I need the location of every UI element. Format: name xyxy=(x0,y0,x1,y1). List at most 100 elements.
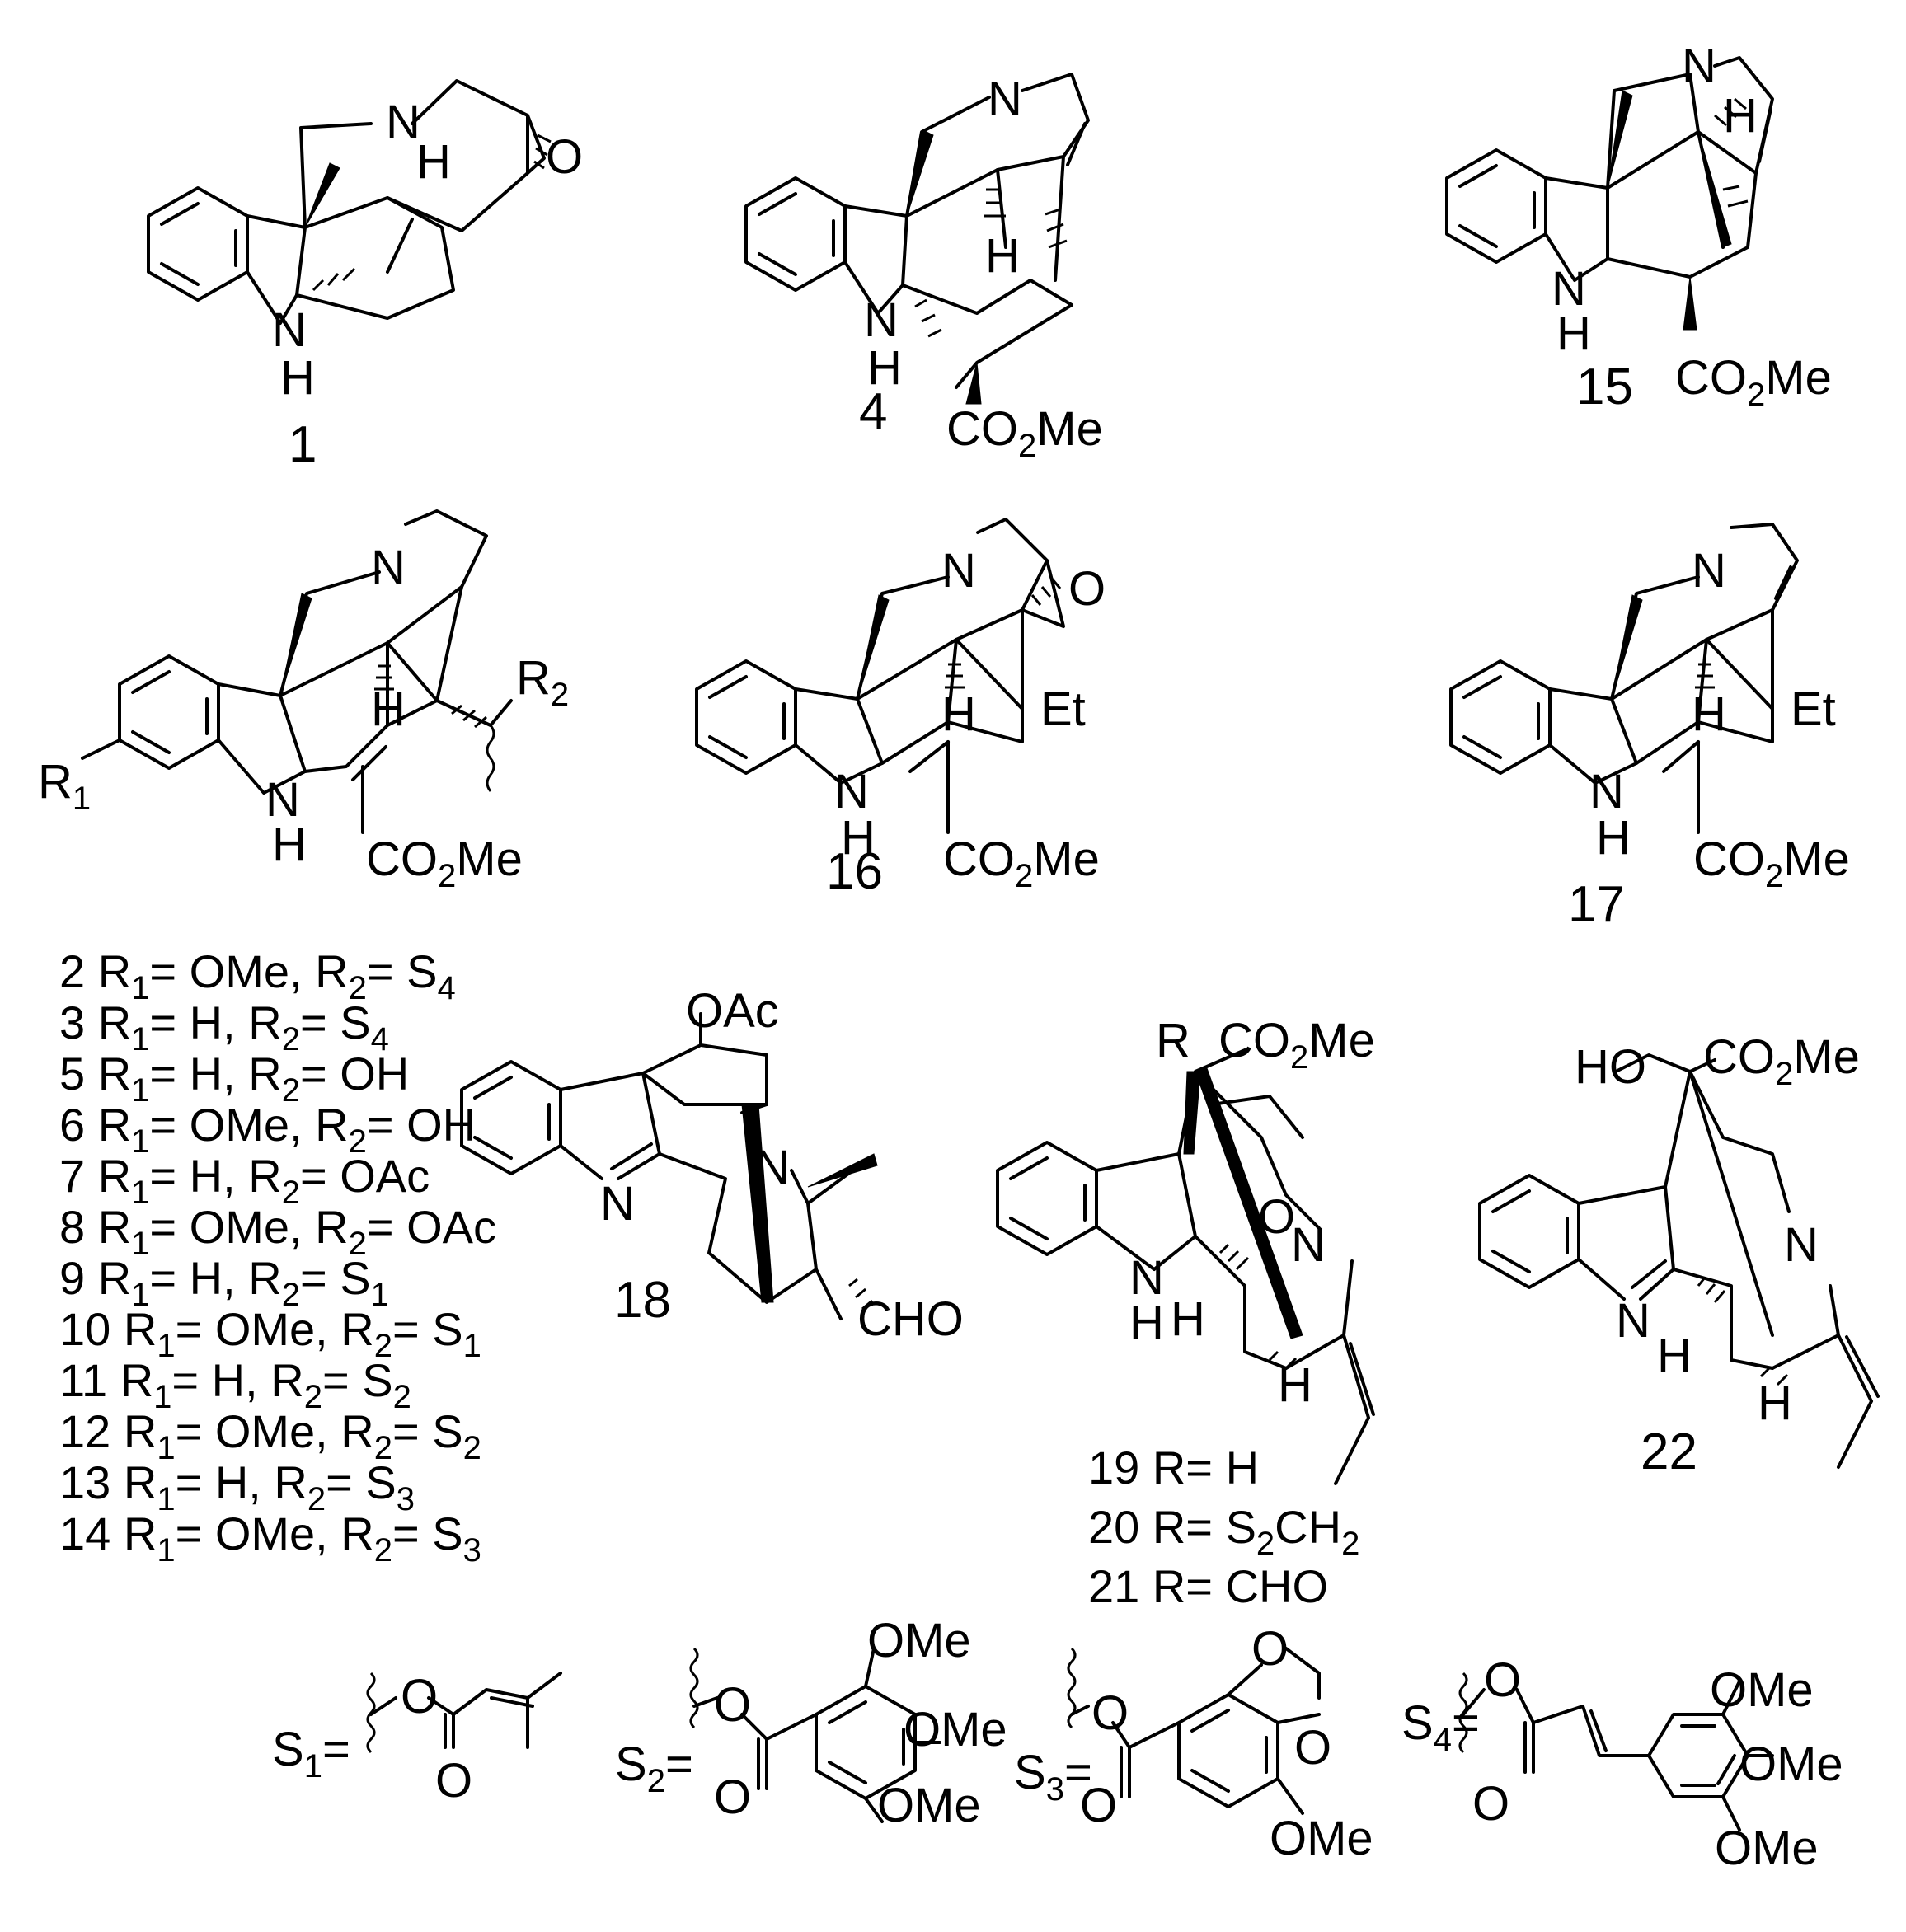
s2-ome1: OMe xyxy=(867,1614,971,1667)
s4-ome3: OMe xyxy=(1715,1822,1819,1875)
core-nh-n: N xyxy=(265,773,300,827)
compound-4-h: H xyxy=(985,229,1020,283)
compound-17-ester-sub: 2 xyxy=(1765,858,1783,894)
svg-text:CO2Me: CO2Me xyxy=(1703,1030,1860,1092)
compound-core-2-14: N H N H CO2Me R1 R2 xyxy=(38,509,569,894)
compound-1-nh-h: H xyxy=(280,351,315,405)
svg-text:19 R= H: 19 R= H xyxy=(1088,1442,1259,1494)
svg-text:S1=: S1= xyxy=(272,1723,350,1784)
s3-o3: O xyxy=(1251,1622,1289,1676)
s3-o4: O xyxy=(1294,1721,1331,1775)
svg-text:CO2Me: CO2Me xyxy=(946,402,1103,464)
compound-1-nh-n: N xyxy=(272,303,307,357)
s3-ome: OMe xyxy=(1270,1812,1373,1865)
r-row-20-after: CH xyxy=(1275,1501,1341,1553)
compound-18-cho: CHO xyxy=(857,1292,964,1346)
compound-15-ester-sub: 2 xyxy=(1747,377,1765,413)
side-chain-s1: O O S1= xyxy=(272,1670,562,1808)
compound-4-n: N xyxy=(988,73,1022,126)
core-ester-sub: 2 xyxy=(438,858,456,894)
compound-4-nh-n: N xyxy=(864,293,899,347)
compound-22-ho: HO xyxy=(1575,1040,1646,1094)
svg-text:CO2Me: CO2Me xyxy=(1693,832,1850,894)
compound-15-ester-me: Me xyxy=(1765,351,1832,405)
compound-4-nh-h: H xyxy=(867,341,902,395)
compound-16-id: 16 xyxy=(826,843,883,900)
compound-22-id: 22 xyxy=(1641,1423,1697,1480)
side-chain-s3: O O O O OMe S3= xyxy=(1014,1622,1373,1865)
compound-4-id: 4 xyxy=(859,383,887,440)
compound-19-h2: H xyxy=(1278,1358,1312,1412)
s2-o2: O xyxy=(714,1770,751,1824)
compound-17-h: H xyxy=(1692,687,1726,741)
compound-19-nh-n: N xyxy=(1129,1251,1164,1305)
substituent-table: 2 R1= OMe, R2= S43 R1= H, R2= S45 R1= H,… xyxy=(59,945,496,1569)
core-nh-h: H xyxy=(272,818,307,871)
compound-19-ester-sub: 2 xyxy=(1290,1039,1308,1076)
r-row-20-sub: 2 xyxy=(1256,1526,1275,1562)
svg-text:R1: R1 xyxy=(38,755,91,817)
substituent-row: 3 R1= H, R2= S4 xyxy=(59,996,389,1057)
core-r2: R xyxy=(516,651,551,705)
r-row-21-num: 21 xyxy=(1088,1560,1139,1612)
compound-22-ester-me: Me xyxy=(1793,1030,1860,1084)
substituent-row: 14 R1= OMe, R2= S3 xyxy=(59,1508,481,1569)
core-r2-sub: 2 xyxy=(551,677,569,713)
compound-16-nh-n: N xyxy=(834,765,869,818)
compound-16-ester-sub: 2 xyxy=(1015,858,1033,894)
svg-text:R2: R2 xyxy=(516,651,569,713)
s2-o1: O xyxy=(714,1678,751,1732)
compound-22-ester: CO xyxy=(1703,1030,1775,1084)
compound-15-nh-n: N xyxy=(1552,262,1586,316)
s2-eq: = xyxy=(665,1737,693,1791)
compound-17-ester-me: Me xyxy=(1783,832,1850,886)
compound-16-nh-h: H xyxy=(841,811,876,865)
core-n: N xyxy=(371,541,406,594)
compound-17-n: N xyxy=(1692,544,1726,598)
s4-eq: = xyxy=(1452,1696,1480,1750)
s1-eq: = xyxy=(322,1723,350,1776)
compound-17-nh-n: N xyxy=(1589,765,1624,818)
compound-16-et: Et xyxy=(1040,682,1086,736)
compound-4-ester: CO xyxy=(946,402,1018,456)
compound-19-n: N xyxy=(1291,1218,1326,1272)
compound-19-ester-me: Me xyxy=(1308,1014,1375,1067)
svg-text:20 R= S2CH2: 20 R= S2CH2 xyxy=(1088,1501,1359,1562)
compound-16-ester: CO xyxy=(943,832,1015,886)
substituent-row: 12 R1= OMe, R2= S2 xyxy=(59,1405,481,1466)
side-chain-s2: O O OMe OMe OMe S2= xyxy=(615,1614,1007,1832)
s4-sub: 4 xyxy=(1434,1722,1452,1758)
s4-name: S xyxy=(1401,1696,1434,1750)
compound-4: N H N H CO2Me 4 xyxy=(744,73,1103,464)
compound-15: N H N H CO2Me 15 xyxy=(1445,40,1832,415)
compound-16-o: O xyxy=(1068,562,1106,616)
compound-22-h1: H xyxy=(1657,1329,1692,1382)
compound-19-h1: H xyxy=(1171,1292,1205,1346)
compound-22-h2: H xyxy=(1758,1376,1792,1430)
s3-name: S xyxy=(1014,1746,1046,1799)
s2-ome3: OMe xyxy=(877,1779,981,1832)
compound-16: N O H Et N H CO2Me 16 xyxy=(695,518,1106,900)
side-chain-s4: O O OMe OMe OMe S4= xyxy=(1401,1653,1843,1875)
svg-text:S2=: S2= xyxy=(615,1737,693,1799)
substituent-row: 2 R1= OMe, R2= S4 xyxy=(59,945,456,1006)
core-ester: CO xyxy=(366,832,438,886)
compound-1-n: N xyxy=(386,96,420,149)
compound-19-r: R xyxy=(1156,1014,1190,1067)
substituent-row: 11 R1= H, R2= S2 xyxy=(59,1354,411,1415)
compound-16-n: N xyxy=(941,544,976,598)
s3-sub: 3 xyxy=(1046,1771,1064,1808)
s2-name: S xyxy=(615,1737,647,1791)
r-row-20-text: R= S xyxy=(1153,1501,1256,1553)
compound-17-id: 17 xyxy=(1568,876,1625,933)
compound-19-ester: CO xyxy=(1218,1014,1290,1067)
s2-sub: 2 xyxy=(647,1763,665,1799)
compound-4-ester-sub: 2 xyxy=(1018,428,1036,464)
compound-22: HO CO2Me N N H H 22 xyxy=(1478,1030,1880,1480)
compound-16-h: H xyxy=(941,687,976,741)
substituent-row: 10 R1= OMe, R2= S1 xyxy=(59,1303,481,1364)
compound-1-o: O xyxy=(546,130,583,184)
svg-text:CO2Me: CO2Me xyxy=(943,832,1100,894)
compound-17-et: Et xyxy=(1791,682,1836,736)
